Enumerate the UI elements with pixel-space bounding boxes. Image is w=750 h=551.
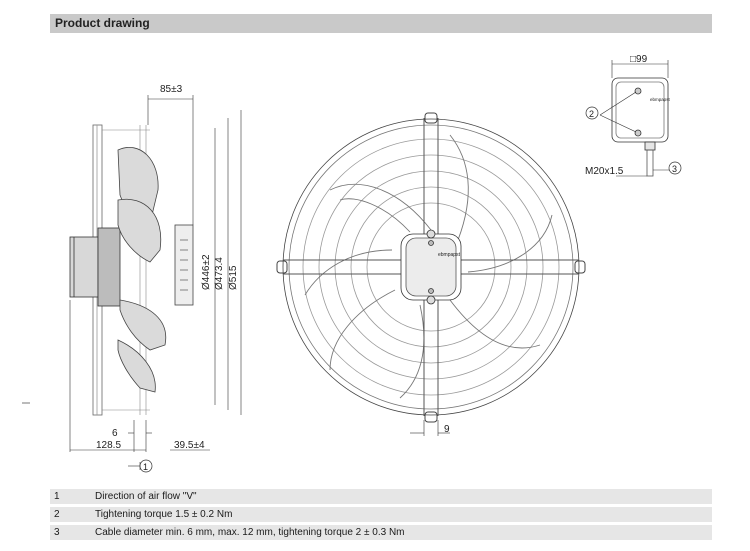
terminal-box — [611, 77, 669, 143]
callout-3: 3 — [672, 164, 677, 174]
dim-d473: Ø473.4 — [214, 257, 225, 290]
blade-profiles — [117, 147, 167, 393]
section-header: Product drawing — [50, 14, 712, 33]
hub-brand-label: ebmpapst — [438, 252, 461, 258]
motor-block — [69, 236, 99, 298]
dim-39-5: 39.5±4 — [174, 440, 205, 451]
blade-curves — [304, 134, 553, 399]
terminal-box-view — [599, 60, 675, 177]
front-view — [276, 112, 586, 436]
legend-desc: Tightening torque 1.5 ± 0.2 Nm — [95, 509, 233, 520]
legend-row: 1 Direction of air flow "V" — [50, 489, 712, 504]
legend-row: 3 Cable diameter min. 6 mm, max. 12 mm, … — [50, 525, 712, 540]
dim-99: □99 — [630, 54, 648, 65]
dim-d446: Ø446±2 — [201, 254, 212, 290]
motor-hub — [97, 227, 121, 307]
dim-d515: Ø515 — [228, 265, 239, 290]
side-view — [22, 95, 242, 470]
legend-desc: Direction of air flow "V" — [95, 491, 197, 502]
section-title: Product drawing — [55, 16, 150, 30]
dim-128-5: 128.5 — [96, 440, 121, 451]
product-drawing: 85±3 Ø446±2 Ø473.4 Ø515 6 128.5 39.5±4 1 — [22, 54, 682, 473]
dim-6: 6 — [112, 428, 118, 439]
dim-9: 9 — [444, 424, 450, 435]
legend-table: 1 Direction of air flow "V" 2 Tightening… — [50, 489, 712, 543]
guard-outer-ring — [282, 118, 580, 416]
cable-gland — [644, 141, 656, 151]
legend-row: 2 Tightening torque 1.5 ± 0.2 Nm — [50, 507, 712, 522]
callout-2-circle — [585, 106, 599, 120]
callout-1-circle — [139, 459, 153, 473]
legend-num: 1 — [54, 491, 60, 502]
dim-85: 85±3 — [160, 84, 183, 95]
box-brand-label: ebmpapst — [650, 97, 671, 102]
callout-3-circle — [668, 161, 682, 175]
legend-num: 2 — [54, 509, 60, 520]
callout-2: 2 — [589, 109, 594, 119]
mounting-feet — [276, 112, 586, 423]
callout-1: 1 — [143, 462, 148, 472]
legend-desc: Cable diameter min. 6 mm, max. 12 mm, ti… — [95, 527, 405, 538]
legend-num: 3 — [54, 527, 60, 538]
thread-label: M20x1.5 — [585, 166, 624, 177]
